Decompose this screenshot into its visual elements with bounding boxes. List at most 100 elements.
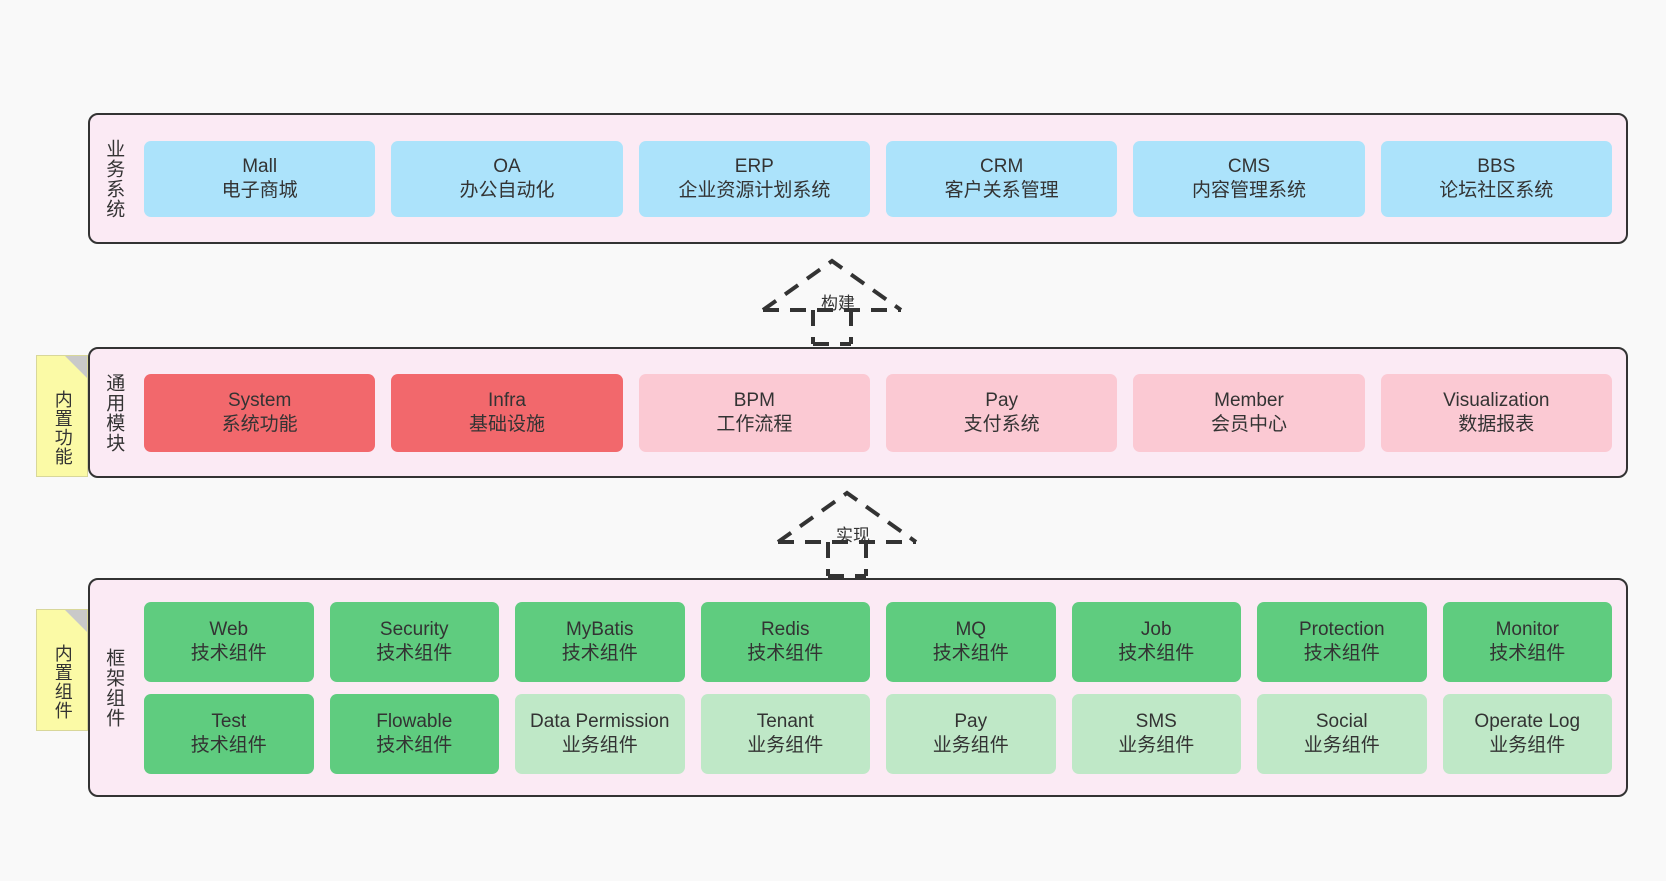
component-cell-pay[interactable]: Pay 业务组件 bbox=[886, 693, 1056, 774]
cell-desc: 业务组件 bbox=[561, 734, 638, 756]
cell-name: Member bbox=[1214, 390, 1284, 412]
cell-name: BBS bbox=[1477, 156, 1516, 178]
cell-desc: 办公自动化 bbox=[459, 179, 555, 201]
layer-common-modules-title: 通用模块 bbox=[103, 372, 125, 453]
component-cell-protection[interactable]: Protection 技术组件 bbox=[1257, 601, 1427, 682]
dashed-arrow-up-icon bbox=[761, 258, 903, 346]
module-cell-pay[interactable]: Pay 支付系统 bbox=[885, 373, 1118, 452]
cell-desc: 工作流程 bbox=[716, 413, 793, 435]
module-cell-bpm[interactable]: BPM 工作流程 bbox=[638, 373, 870, 452]
business-cell-oa[interactable]: OA 办公自动化 bbox=[391, 140, 623, 217]
cell-desc: 技术组件 bbox=[1118, 642, 1195, 664]
business-cell-crm[interactable]: CRM 客户关系管理 bbox=[885, 140, 1118, 217]
cell-desc: 会员中心 bbox=[1210, 413, 1287, 435]
module-cell-member[interactable]: Member 会员中心 bbox=[1133, 373, 1365, 452]
module-cell-system[interactable]: System 系统功能 bbox=[144, 373, 376, 452]
cell-desc: 技术组件 bbox=[376, 642, 453, 664]
layer-business-systems: 业务系统 Mall 电子商城 OA 办公自动化 ERP 企业资源计划系统 CRM… bbox=[88, 113, 1628, 244]
component-cell-test[interactable]: Test 技术组件 bbox=[144, 693, 314, 774]
note-fold-icon bbox=[65, 356, 87, 378]
component-cell-mybatis[interactable]: MyBatis 技术组件 bbox=[515, 601, 685, 682]
business-cell-mall[interactable]: Mall 电子商城 bbox=[144, 140, 376, 217]
component-cell-monitor[interactable]: Monitor 技术组件 bbox=[1442, 601, 1612, 682]
note-builtin-function-label: 内置功能 bbox=[52, 390, 73, 466]
cell-name: Tenant bbox=[756, 711, 814, 733]
connector-implement: 实现 bbox=[772, 490, 922, 578]
cell-desc: 技术组件 bbox=[747, 642, 824, 664]
cell-desc: 业务组件 bbox=[1303, 734, 1380, 756]
cell-name: CRM bbox=[980, 156, 1024, 178]
module-cell-visualization[interactable]: Visualization 数据报表 bbox=[1380, 373, 1612, 452]
cell-desc: 业务组件 bbox=[1118, 734, 1195, 756]
cell-name: System bbox=[227, 390, 292, 412]
cell-desc: 电子商城 bbox=[221, 179, 298, 201]
component-cell-tenant[interactable]: Tenant 业务组件 bbox=[700, 693, 870, 774]
cell-desc: 技术组件 bbox=[376, 734, 453, 756]
component-cell-security[interactable]: Security 技术组件 bbox=[329, 601, 499, 682]
cell-desc: 基础设施 bbox=[468, 413, 545, 435]
component-cell-redis[interactable]: Redis 技术组件 bbox=[700, 601, 870, 682]
component-cell-mq[interactable]: MQ 技术组件 bbox=[886, 601, 1056, 682]
business-cell-erp[interactable]: ERP 企业资源计划系统 bbox=[638, 140, 870, 217]
cell-name: Mall bbox=[242, 156, 278, 178]
note-builtin-component: 内置组件 bbox=[36, 609, 88, 731]
layer-common-modules: 通用模块 System 系统功能 Infra 基础设施 BPM 工作流程 Pay… bbox=[88, 347, 1628, 478]
cell-desc: 系统功能 bbox=[221, 413, 298, 435]
business-cell-cms[interactable]: CMS 内容管理系统 bbox=[1133, 140, 1365, 217]
connector-implement-label: 实现 bbox=[836, 526, 870, 545]
cell-name: Redis bbox=[760, 619, 810, 641]
note-builtin-function: 内置功能 bbox=[36, 355, 88, 477]
framework-components-row-1: Web 技术组件 Security 技术组件 MyBatis 技术组件 Redi… bbox=[144, 601, 1612, 682]
cell-desc: 支付系统 bbox=[963, 413, 1040, 435]
component-cell-flowable[interactable]: Flowable 技术组件 bbox=[329, 693, 499, 774]
cell-name: Flowable bbox=[376, 711, 453, 733]
cell-name: MyBatis bbox=[565, 619, 634, 641]
cell-name: Infra bbox=[487, 390, 526, 412]
layer-framework-components: 框架组件 Web 技术组件 Security 技术组件 MyBatis 技术组件… bbox=[88, 578, 1628, 797]
cell-desc: 技术组件 bbox=[1303, 642, 1380, 664]
cell-name: SMS bbox=[1135, 711, 1177, 733]
cell-desc: 业务组件 bbox=[932, 734, 1009, 756]
cell-name: Operate Log bbox=[1474, 711, 1581, 733]
cell-desc: 业务组件 bbox=[1489, 734, 1566, 756]
cell-desc: 客户关系管理 bbox=[944, 179, 1059, 201]
cell-name: ERP bbox=[734, 156, 774, 178]
cell-desc: 业务组件 bbox=[747, 734, 824, 756]
cell-name: Pay bbox=[954, 711, 988, 733]
cell-name: Protection bbox=[1298, 619, 1385, 641]
component-cell-sms[interactable]: SMS 业务组件 bbox=[1071, 693, 1241, 774]
cell-desc: 数据报表 bbox=[1458, 413, 1535, 435]
cell-desc: 技术组件 bbox=[932, 642, 1009, 664]
component-cell-web[interactable]: Web 技术组件 bbox=[144, 601, 314, 682]
cell-name: Data Permission bbox=[530, 711, 670, 733]
cell-name: Job bbox=[1140, 619, 1172, 641]
note-fold-icon bbox=[65, 610, 87, 632]
cell-name: OA bbox=[493, 156, 521, 178]
cell-desc: 技术组件 bbox=[190, 642, 267, 664]
note-builtin-component-label: 内置组件 bbox=[52, 644, 73, 720]
cell-desc: 内容管理系统 bbox=[1191, 179, 1306, 201]
component-cell-social[interactable]: Social 业务组件 bbox=[1257, 693, 1427, 774]
cell-name: CMS bbox=[1227, 156, 1271, 178]
cell-name: Visualization bbox=[1443, 390, 1550, 412]
common-modules-row: System 系统功能 Infra 基础设施 BPM 工作流程 Pay 支付系统… bbox=[144, 373, 1612, 452]
business-cell-bbs[interactable]: BBS 论坛社区系统 bbox=[1380, 140, 1612, 217]
cell-name: Security bbox=[379, 619, 449, 641]
cell-desc: 企业资源计划系统 bbox=[678, 179, 831, 201]
module-cell-infra[interactable]: Infra 基础设施 bbox=[391, 373, 623, 452]
cell-desc: 技术组件 bbox=[190, 734, 267, 756]
layer-framework-components-body: Web 技术组件 Security 技术组件 MyBatis 技术组件 Redi… bbox=[136, 580, 1626, 795]
dashed-arrow-up-icon bbox=[776, 490, 918, 578]
connector-build-label: 构建 bbox=[821, 294, 855, 313]
cell-name: BPM bbox=[733, 390, 775, 412]
cell-name: Test bbox=[211, 711, 247, 733]
cell-name: Web bbox=[209, 619, 249, 641]
component-cell-operate-log[interactable]: Operate Log 业务组件 bbox=[1442, 693, 1612, 774]
cell-name: MQ bbox=[955, 619, 987, 641]
component-cell-data-permission[interactable]: Data Permission 业务组件 bbox=[515, 693, 685, 774]
cell-name: Monitor bbox=[1495, 619, 1559, 641]
layer-business-systems-title: 业务系统 bbox=[103, 138, 125, 219]
component-cell-job[interactable]: Job 技术组件 bbox=[1071, 601, 1241, 682]
cell-name: Social bbox=[1315, 711, 1368, 733]
